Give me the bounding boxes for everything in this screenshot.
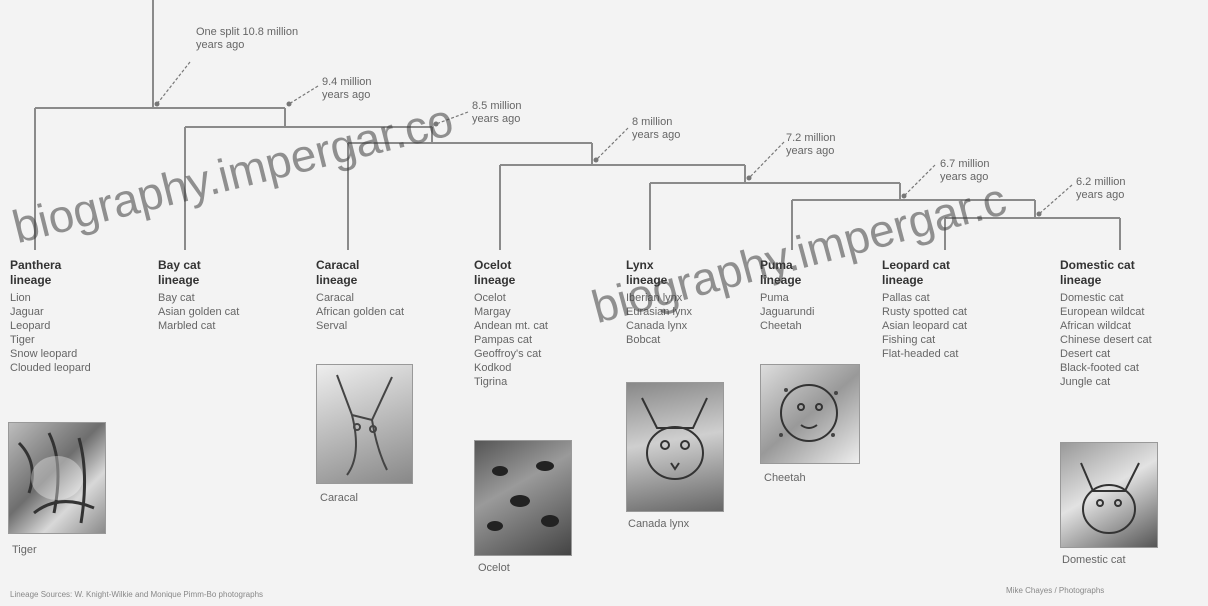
species-item: Marbled cat [158, 320, 216, 332]
species-item: Canada lynx [626, 320, 688, 332]
species-item: Jaguar [10, 306, 44, 318]
species-item: Chinese desert cat [1060, 334, 1152, 346]
species-item: Asian leopard cat [882, 320, 967, 332]
lineage-title: Lynx lineage [626, 258, 668, 287]
domestic-cat-photo [1060, 442, 1158, 548]
lineage-title: Leopard cat lineage [882, 258, 951, 287]
species-item: Jaguarundi [760, 306, 815, 318]
tiger-caption: Tiger [12, 544, 37, 556]
lineage-title: Domestic cat lineage [1060, 258, 1135, 287]
species-item: Geoffroy's cat [474, 348, 542, 360]
species-item: Fishing cat [882, 334, 936, 346]
species-item: Puma [760, 292, 789, 304]
species-item: Leopard [10, 320, 51, 332]
species-item: Domestic cat [1060, 292, 1124, 304]
caracal-photo [316, 364, 413, 484]
cheetah-caption: Cheetah [764, 472, 806, 484]
tiger-photo [8, 422, 106, 534]
species-item: Serval [316, 320, 348, 332]
lynx-photo [626, 382, 724, 512]
lineage-title: Panthera lineage [10, 258, 62, 287]
lynx-caption: Canada lynx [628, 518, 690, 530]
species-item: Bobcat [626, 334, 661, 346]
lineage-title: Caracal lineage [316, 258, 360, 287]
photo-credit: Mike Chayes / Photographs [1006, 586, 1105, 595]
lineage-leopard-cat: Leopard cat lineage Pallas cat Rusty spo… [882, 258, 972, 361]
species-item: African golden cat [316, 306, 405, 318]
lineage-title: Bay cat lineage [158, 258, 201, 287]
lineage-puma: Puma lineage Puma Jaguarundi Cheetah [760, 258, 820, 333]
species-item: Rusty spotted cat [882, 306, 967, 318]
species-item: Snow leopard [10, 348, 78, 360]
species-item: African wildcat [1060, 320, 1131, 332]
domestic-cat-caption: Domestic cat [1062, 554, 1126, 566]
species-item: Pallas cat [882, 292, 930, 304]
species-item: Pampas cat [474, 334, 533, 346]
split-annotation-2: 9.4 million years ago [322, 76, 372, 101]
cheetah-photo [760, 364, 860, 464]
split-annotation-6: 6.7 million years ago [940, 158, 990, 183]
species-item: Jungle cat [1060, 376, 1111, 388]
caracal-caption: Caracal [320, 492, 358, 504]
split-annotation-1: One split 10.8 million years ago [196, 26, 299, 51]
split-annotation-3: 8.5 million years ago [472, 100, 522, 125]
ocelot-caption: Ocelot [478, 562, 510, 574]
species-item: Kodkod [474, 362, 512, 374]
species-item: Caracal [316, 292, 354, 304]
species-item: Cheetah [760, 320, 802, 332]
species-item: Bay cat [158, 292, 195, 304]
species-item: Desert cat [1060, 348, 1111, 360]
species-item: Tigrina [474, 376, 508, 388]
species-item: Black-footed cat [1060, 362, 1139, 374]
lineage-caracal: Caracal lineage Caracal African golden c… [316, 258, 404, 333]
species-item: Lion [10, 292, 31, 304]
species-item: Clouded leopard [10, 362, 91, 374]
species-item: Asian golden cat [158, 306, 240, 318]
lineage-bay-cat: Bay cat lineage Bay cat Asian golden cat… [158, 258, 239, 333]
lineage-domestic-cat: Domestic cat lineage Domestic cat Europe… [1060, 258, 1152, 389]
species-item: Flat-headed cat [882, 348, 959, 360]
lineage-ocelot: Ocelot lineage Ocelot Margay Andean mt. … [474, 258, 548, 389]
lineage-title: Puma lineage [760, 258, 802, 287]
source-credit: Lineage Sources: W. Knight-Wilkie and Mo… [10, 590, 264, 599]
species-item: Margay [474, 306, 511, 318]
lineage-title: Ocelot lineage [474, 258, 516, 287]
lineage-panthera: Panthera lineage Lion Jaguar Leopard Tig… [10, 258, 91, 375]
species-item: European wildcat [1060, 306, 1145, 318]
lineage-lynx: Lynx lineage Iberian lynx Eurasian lynx … [626, 258, 692, 347]
species-item: Eurasian lynx [626, 306, 693, 318]
split-annotation-7: 6.2 million years ago [1076, 176, 1126, 201]
species-item: Ocelot [474, 292, 506, 304]
split-annotation-5: 7.2 million years ago [786, 132, 836, 157]
species-item: Andean mt. cat [474, 320, 548, 332]
species-item: Tiger [10, 334, 35, 346]
split-annotation-4: 8 million years ago [632, 116, 681, 141]
ocelot-photo [474, 440, 572, 556]
species-item: Iberian lynx [626, 292, 683, 304]
